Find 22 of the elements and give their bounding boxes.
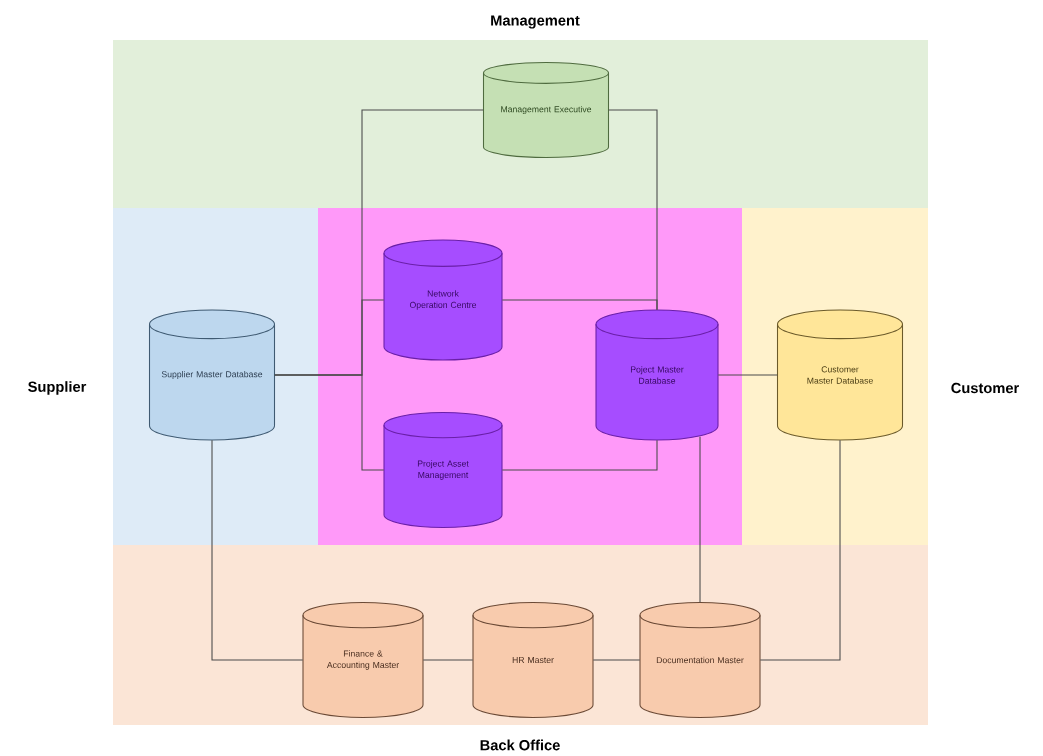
database-cylinder: Project Asset Management xyxy=(383,411,503,529)
node-label: Back Office xyxy=(480,739,560,751)
connector-line xyxy=(592,659,641,661)
connector-line xyxy=(501,439,658,471)
connector-line xyxy=(211,439,304,661)
database-cylinder: Documentation Master xyxy=(639,601,761,719)
node-label: Supplier xyxy=(28,381,87,395)
database-cylinder: Supplier Master Database xyxy=(148,309,276,441)
node-label: Customer xyxy=(951,382,1019,394)
connector-line xyxy=(759,439,841,661)
connector-line xyxy=(422,659,474,661)
connector-line xyxy=(274,374,385,471)
connector-line xyxy=(699,436,701,603)
connector-line xyxy=(717,374,778,376)
database-cylinder: Poject Master Database xyxy=(595,309,719,441)
database-cylinder: Customer Master Database xyxy=(776,309,904,441)
connector-line xyxy=(501,299,658,311)
database-cylinder: Management Executive xyxy=(482,61,610,159)
database-cylinder: Network Operation Centre xyxy=(383,239,503,361)
database-cylinder: Finance & Accounting Master xyxy=(302,601,424,719)
node-label: Management xyxy=(491,15,580,29)
database-cylinder: HR Master xyxy=(472,601,594,719)
